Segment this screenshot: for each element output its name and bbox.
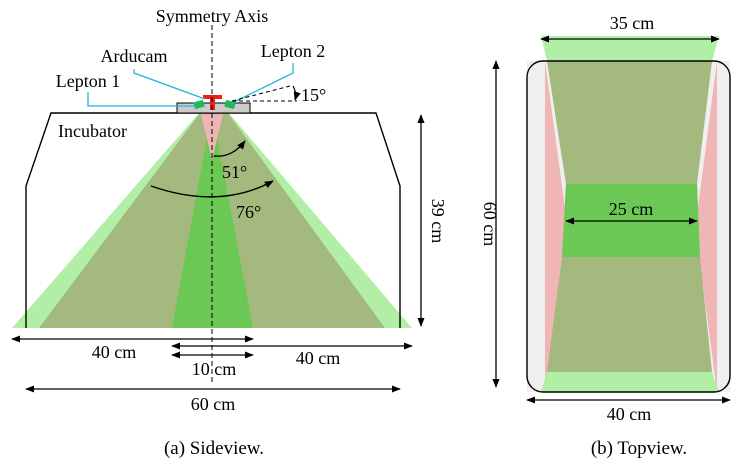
width-bottom-label: 40 cm <box>607 404 652 424</box>
lepton1-leader <box>87 92 196 107</box>
sideview: Symmetry Axis Arducam Lepton 1 Lepton 2 … <box>11 6 448 459</box>
length-label: 60 cm <box>480 202 500 247</box>
tilt-angle-label: 15° <box>301 85 326 105</box>
topview: 35 cm 60 cm 25 cm 40 cm (b) Topview. <box>480 13 731 459</box>
incubator-label: Incubator <box>58 121 127 141</box>
arducam-fov-top <box>200 110 224 160</box>
arducam-fov-side-left <box>545 61 566 392</box>
lepton2-label: Lepton 2 <box>261 41 326 61</box>
width-inner-label: 25 cm <box>609 199 654 219</box>
topview-caption: (b) Topview. <box>591 438 687 459</box>
width-total-label: 60 cm <box>191 394 236 414</box>
lepton-fov-top <box>541 36 719 61</box>
width-left-label: 40 cm <box>92 342 137 362</box>
arducam-leader <box>133 69 206 100</box>
sideview-caption: (a) Sideview. <box>164 438 264 459</box>
lepton1-sensor <box>193 99 205 110</box>
width-center-label: 10 cm <box>192 359 237 379</box>
arducam-mount <box>210 98 215 110</box>
arducam-fov-side-right <box>697 61 717 392</box>
angle-76-arc <box>150 180 274 198</box>
angle-76-label: 76° <box>236 202 261 222</box>
symmetry-axis-label: Symmetry Axis <box>156 6 269 26</box>
incubator-top-outline <box>526 60 731 393</box>
tilt-arc <box>292 85 301 101</box>
lepton2-leader <box>231 63 294 104</box>
tilt-line <box>231 85 291 102</box>
height-label: 39 cm <box>428 199 448 244</box>
width-right-label: 40 cm <box>296 348 341 368</box>
lepton1-label: Lepton 1 <box>56 71 121 91</box>
width-top-label: 35 cm <box>610 13 655 33</box>
lepton-fov-bottom <box>541 372 719 392</box>
angle-51-label: 51° <box>222 162 247 182</box>
angle-51-arc <box>213 140 246 157</box>
arducam-label: Arducam <box>101 46 168 66</box>
